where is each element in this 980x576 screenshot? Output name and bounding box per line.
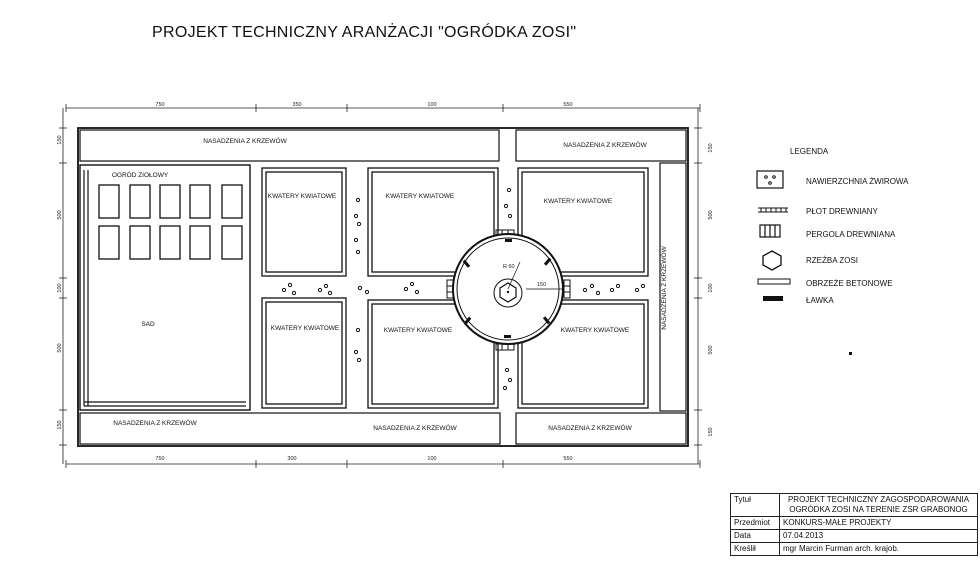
- shrubs-label-bottom-2: NASADZENIA Z KRZEWÓW: [373, 423, 457, 432]
- benches: [462, 239, 552, 338]
- title-block-value: mgr Marcin Furman arch. krajob.: [779, 542, 978, 556]
- sculpture-icon: [499, 282, 517, 303]
- shrubs-label-right: NASADZENIA Z KRZEWÓW: [659, 245, 668, 329]
- legend-gravel-icon: [756, 170, 784, 189]
- flower-bed-5: [367, 299, 499, 409]
- shrubs-label-bottom-3: NASADZENIA Z KRZEWÓW: [548, 423, 632, 432]
- shrub-strip-top-right: [515, 129, 687, 162]
- legend-item-sculpture: RZEŹBA ZOSI: [806, 256, 858, 265]
- title-block-row: Data 07.04.2013: [730, 529, 978, 543]
- wooden-fence: [83, 170, 246, 407]
- title-block-key: Data: [730, 529, 780, 543]
- herb-garden-label: OGRÓD ZIOŁOWY: [112, 170, 169, 179]
- legend-item-fence: PŁOT DREWNIANY: [806, 207, 879, 216]
- legend-fence-icon: [758, 207, 788, 213]
- legend-bench-icon: [763, 296, 783, 301]
- title-block-row: Przedmiot KONKURS-MAŁE PROJEKTY: [730, 516, 978, 530]
- title-block-key: Tytuł: [730, 493, 780, 517]
- dim-right-5: 150: [708, 427, 714, 436]
- flower-bed-label-5: KWATERY KWIATOWE: [384, 327, 453, 334]
- shrub-strip-bottom-left: [79, 412, 501, 445]
- dim-right-2: 500: [708, 210, 714, 219]
- title-block-value: KONKURS-MAŁE PROJEKTY: [779, 516, 978, 530]
- gravel-dots: [281, 187, 646, 391]
- title-block-key: Kreślił: [730, 542, 780, 556]
- flower-bed-3: [517, 167, 649, 277]
- flower-bed-4: [261, 297, 347, 409]
- shrubs-label-top-right: NASADZENIA Z KRZEWÓW: [563, 140, 647, 149]
- title-block-value: 07.04.2013: [779, 529, 978, 543]
- legend-item-concrete-edge: OBRZEŻE BETONOWE: [806, 279, 893, 288]
- plaza-dimension-label: 150: [537, 282, 546, 288]
- dim-top-3: 100: [427, 102, 436, 108]
- dimension-lines: [59, 104, 702, 468]
- dim-left-3: 100: [57, 283, 63, 292]
- shrub-strip-right: [659, 162, 687, 412]
- dim-left-4: 500: [57, 343, 63, 352]
- dim-right-3: 100: [708, 283, 714, 292]
- dim-right-4: 500: [708, 345, 714, 354]
- flower-bed-label-2: KWATERY KWIATOWE: [386, 193, 455, 200]
- flower-bed-6: [517, 299, 649, 409]
- flower-bed-2: [367, 167, 499, 277]
- title-block: Tytuł PROJEKT TECHNICZNY ZAGOSPODAROWANI…: [730, 493, 978, 556]
- orchard-enclosure: [79, 164, 251, 411]
- flower-bed-label-3: KWATERY KWIATOWE: [544, 198, 613, 205]
- legend-sculpture-icon: [762, 250, 782, 271]
- flower-bed-label-1: KWATERY KWIATOWE: [268, 193, 337, 200]
- orchard-label: SAD: [141, 321, 155, 328]
- legend-item-gravel: NAWIERZCHNIA ŻWIROWA: [806, 177, 909, 186]
- dim-bottom-3: 100: [427, 456, 436, 462]
- dim-top-2: 350: [292, 102, 301, 108]
- page-title: PROJEKT TECHNICZNY ARANŻACJI "OGRÓDKA ZO…: [152, 24, 577, 41]
- flower-bed-label-6: KWATERY KWIATOWE: [561, 327, 630, 334]
- title-block-row: Kreślił mgr Marcin Furman arch. krajob.: [730, 542, 978, 556]
- legend-concrete-edge-icon: [757, 278, 791, 285]
- dim-left-5: 150: [57, 420, 63, 429]
- legend-item-bench: ŁAWKA: [806, 296, 834, 305]
- dim-bottom-4: 550: [563, 456, 572, 462]
- site-boundary: [77, 127, 689, 447]
- dimension-labels: 750 350 100 550 750 300 100 550 150 500 …: [57, 102, 714, 462]
- legend-pergola-icon: [759, 224, 781, 238]
- shrub-strip-bottom-right: [515, 412, 687, 445]
- dim-left-2: 500: [57, 210, 63, 219]
- dim-right-1: 150: [708, 143, 714, 152]
- legend-item-pergola: PERGOLA DREWNIANA: [806, 230, 896, 239]
- dim-bottom-1: 750: [155, 456, 164, 462]
- dim-top-4: 550: [563, 102, 572, 108]
- radius-label: R 60: [503, 264, 515, 270]
- dim-top-1: 750: [155, 102, 164, 108]
- legend-title: LEGENDA: [790, 147, 829, 156]
- herb-garden-beds: [98, 184, 243, 260]
- title-block-value: PROJEKT TECHNICZNY ZAGOSPODAROWANIA OGRÓ…: [779, 493, 978, 517]
- title-block-row: Tytuł PROJEKT TECHNICZNY ZAGOSPODAROWANI…: [730, 493, 978, 517]
- shrubs-label-top-left: NASADZENIA Z KRZEWÓW: [203, 136, 287, 145]
- flower-bed-1: [261, 167, 347, 277]
- dim-left-1: 150: [57, 135, 63, 144]
- shrubs-label-bottom-1: NASADZENIA Z KRZEWÓW: [113, 418, 197, 427]
- title-block-key: Przedmiot: [730, 516, 780, 530]
- flower-bed-label-4: KWATERY KWIATOWE: [271, 325, 340, 332]
- shrub-strip-top-left: [79, 129, 500, 162]
- dim-bottom-2: 300: [287, 456, 296, 462]
